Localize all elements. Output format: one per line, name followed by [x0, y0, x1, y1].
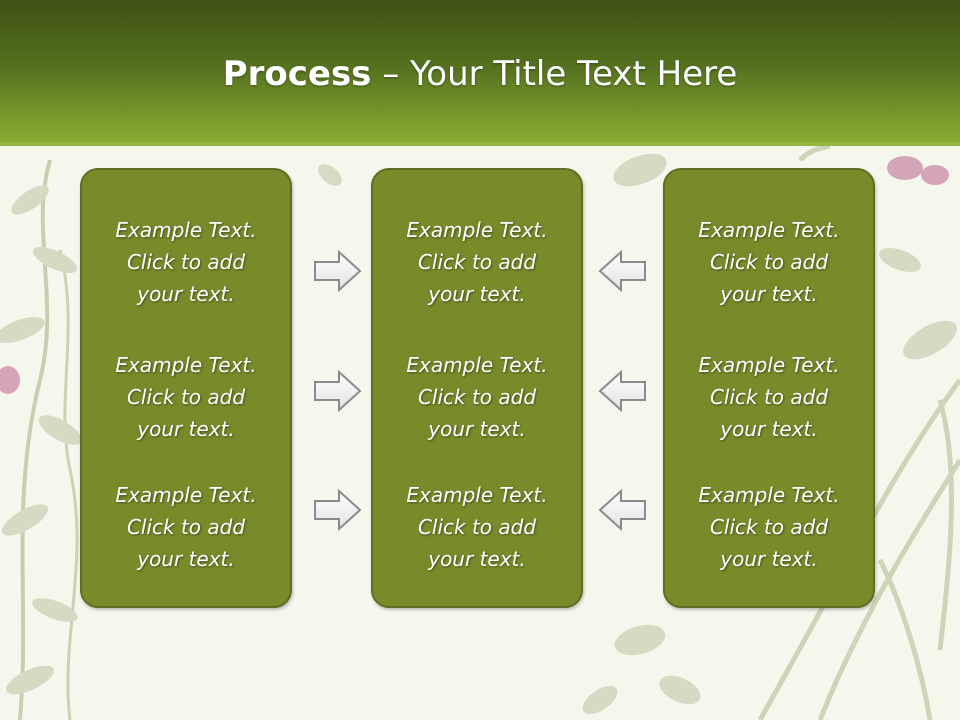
process-panel-left[interactable]: Example Text. Click to add your text. Ex…	[80, 168, 292, 608]
text-line: your text.	[137, 417, 235, 441]
slide-title[interactable]: Process – Your Title Text Here	[0, 52, 960, 96]
text-block[interactable]: Example Text. Click to add your text.	[82, 349, 290, 445]
arrow-left-icon[interactable]	[597, 488, 647, 532]
title-bold: Process	[222, 54, 372, 94]
text-line: Example Text.	[406, 218, 548, 242]
text-line: Click to add	[126, 385, 246, 409]
arrow-right-icon[interactable]	[313, 249, 363, 293]
title-rest: – Your Title Text Here	[371, 54, 738, 94]
text-line: Example Text.	[115, 218, 257, 242]
text-block[interactable]: Example Text. Click to add your text.	[373, 349, 581, 445]
text-line: Example Text.	[406, 353, 548, 377]
text-line: Click to add	[709, 250, 829, 274]
text-line: your text.	[428, 282, 526, 306]
text-block[interactable]: Example Text. Click to add your text.	[665, 479, 873, 575]
process-panel-right[interactable]: Example Text. Click to add your text. Ex…	[663, 168, 875, 608]
text-line: Example Text.	[698, 483, 840, 507]
text-line: Example Text.	[115, 353, 257, 377]
text-block[interactable]: Example Text. Click to add your text.	[665, 214, 873, 310]
text-block[interactable]: Example Text. Click to add your text.	[373, 214, 581, 310]
text-line: Example Text.	[115, 483, 257, 507]
text-line: your text.	[428, 417, 526, 441]
text-block[interactable]: Example Text. Click to add your text.	[82, 479, 290, 575]
text-line: Click to add	[126, 250, 246, 274]
text-line: Example Text.	[698, 218, 840, 242]
text-line: your text.	[720, 282, 818, 306]
arrow-left-icon[interactable]	[597, 249, 647, 293]
process-panel-center[interactable]: Example Text. Click to add your text. Ex…	[371, 168, 583, 608]
text-line: your text.	[720, 417, 818, 441]
text-line: Click to add	[417, 250, 537, 274]
text-line: your text.	[428, 547, 526, 571]
text-line: Example Text.	[406, 483, 548, 507]
text-line: Click to add	[417, 385, 537, 409]
text-block[interactable]: Example Text. Click to add your text.	[373, 479, 581, 575]
text-line: Click to add	[126, 515, 246, 539]
arrow-left-icon[interactable]	[597, 369, 647, 413]
text-line: Click to add	[709, 515, 829, 539]
text-line: Click to add	[709, 385, 829, 409]
text-line: Click to add	[417, 515, 537, 539]
text-block[interactable]: Example Text. Click to add your text.	[82, 214, 290, 310]
title-bar	[0, 0, 960, 146]
arrow-right-icon[interactable]	[313, 488, 363, 532]
arrow-right-icon[interactable]	[313, 369, 363, 413]
text-line: your text.	[137, 547, 235, 571]
text-line: Example Text.	[698, 353, 840, 377]
text-block[interactable]: Example Text. Click to add your text.	[665, 349, 873, 445]
text-line: your text.	[720, 547, 818, 571]
text-line: your text.	[137, 282, 235, 306]
